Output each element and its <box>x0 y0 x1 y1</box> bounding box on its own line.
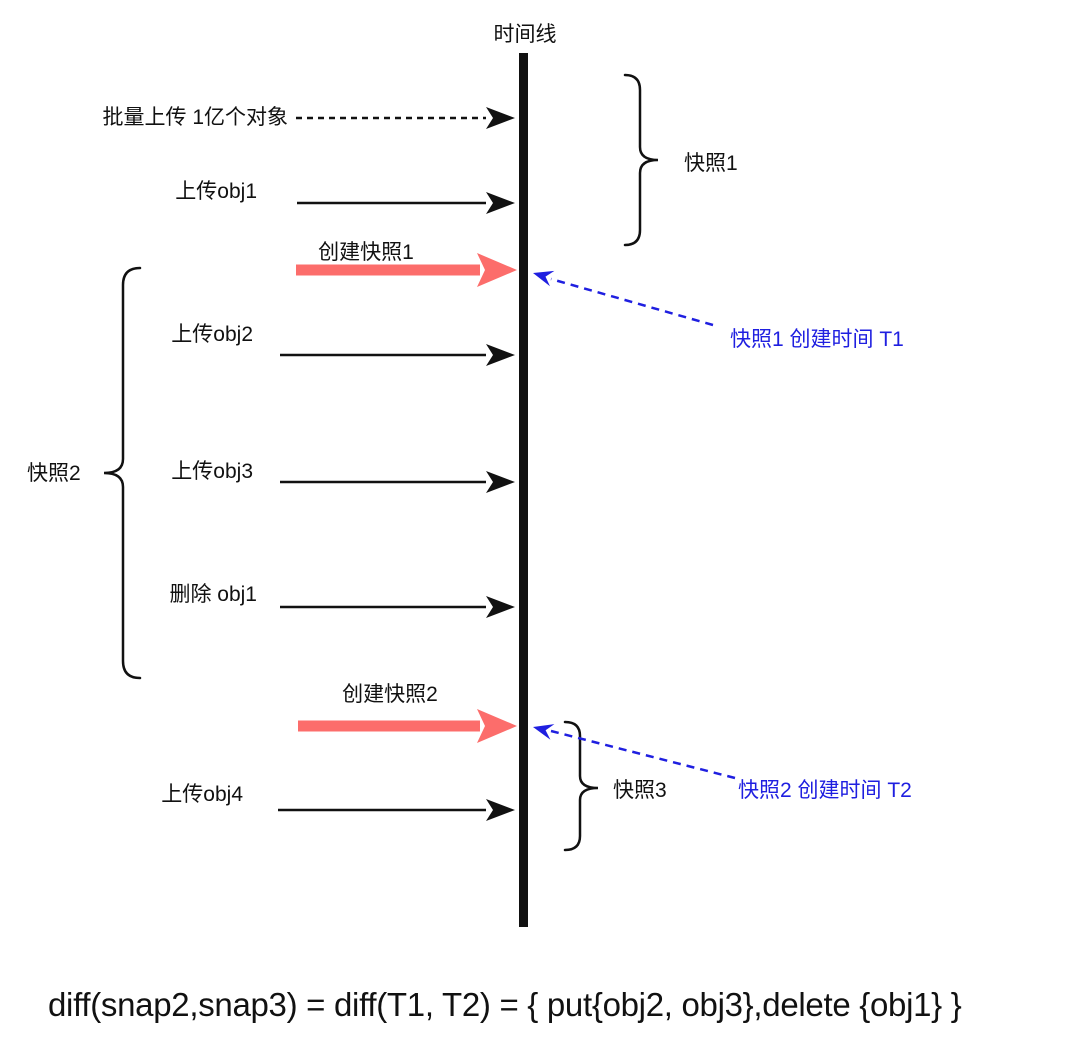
annotation-snapshot2-time-t2: 快照2 创建时间 T2 <box>738 779 912 802</box>
diff-formula-text: diff(snap2,snap3) = diff(T1, T2) = { put… <box>48 986 962 1023</box>
brace-snapshot2 <box>103 266 142 680</box>
snapshot1-time-pointer-arrow <box>533 270 714 327</box>
timeline-label: 时间线 <box>493 23 557 46</box>
upload-obj1-arrow <box>297 192 515 214</box>
brace-label-snapshot2: 快照2 <box>27 462 81 485</box>
event-label-batch-upload: 批量上传 1亿个对象 <box>102 106 288 129</box>
event-label-create-snapshot1: 创建快照1 <box>318 241 414 264</box>
brace-snapshot3 <box>563 720 599 852</box>
brace-snapshot1 <box>623 73 659 247</box>
annotation-snapshot1-time-t1: 快照1 创建时间 T1 <box>730 328 904 351</box>
event-label-delete-obj1: 删除 obj1 <box>169 583 257 606</box>
upload-obj2-arrow <box>280 344 515 366</box>
event-label-upload-obj3: 上传obj3 <box>171 460 253 483</box>
brace-label-snapshot3: 快照3 <box>613 779 667 802</box>
event-label-upload-obj2: 上传obj2 <box>171 323 253 346</box>
upload-obj3-arrow <box>280 471 515 493</box>
create-snapshot2-red-arrow <box>298 709 517 743</box>
event-label-upload-obj1: 上传obj1 <box>175 180 257 203</box>
brace-label-snapshot1: 快照1 <box>684 152 738 175</box>
event-label-create-snapshot2: 创建快照2 <box>342 683 438 706</box>
snapshot2-time-pointer-arrow <box>533 724 736 780</box>
event-label-upload-obj4: 上传obj4 <box>161 783 243 806</box>
delete-obj1-arrow <box>280 596 515 618</box>
create-snapshot1-red-arrow <box>296 253 517 287</box>
upload-obj4-arrow <box>278 799 515 821</box>
batch-upload-dashed-arrow <box>296 107 515 129</box>
timeline-axis <box>519 53 528 927</box>
